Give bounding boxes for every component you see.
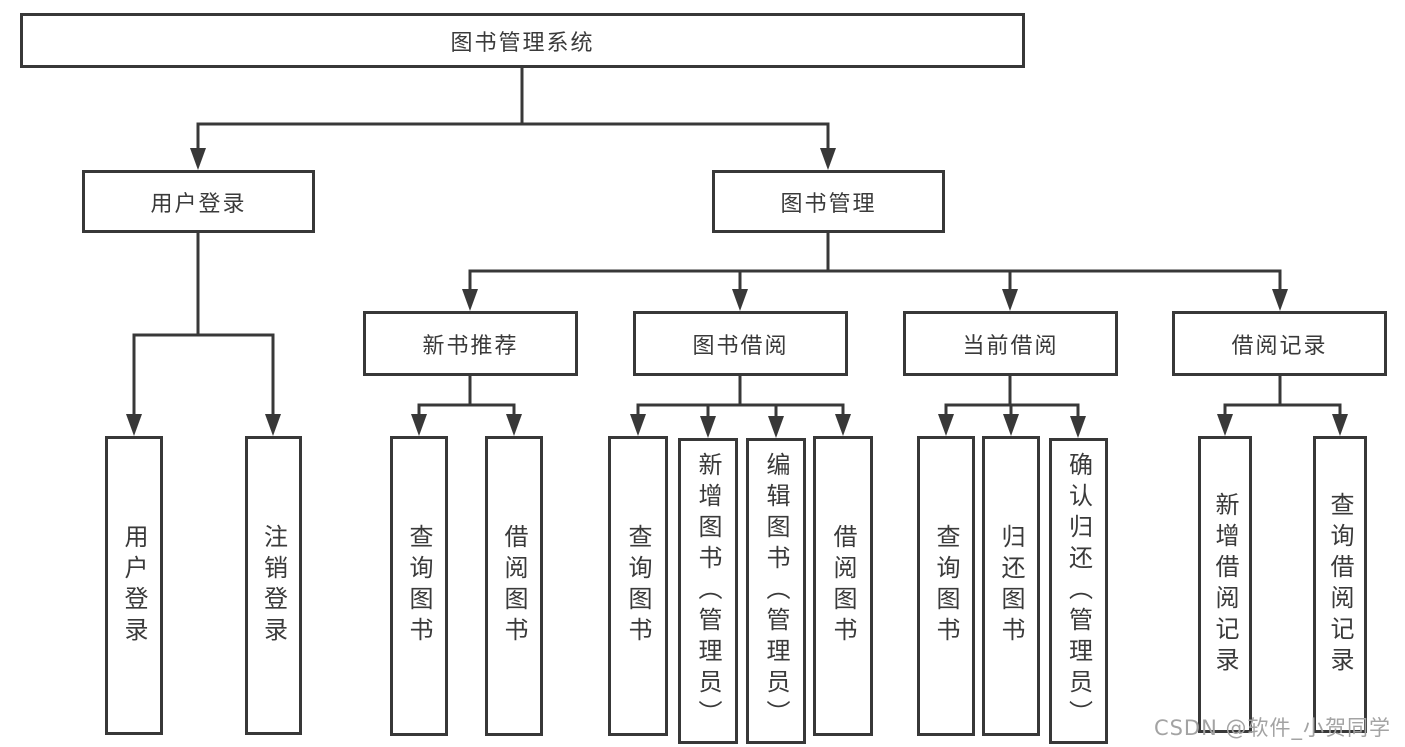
node-borrow-records: 借阅记录: [1172, 311, 1387, 376]
node-new-book-recommend-label: 新书推荐: [422, 333, 519, 359]
leaf-logout-label: 注销登录: [259, 523, 288, 648]
leaf-bb-borrow-books-label: 借阅图书: [829, 524, 857, 648]
node-user-login: 用户登录: [82, 170, 315, 233]
leaf-br-query-record: 查询借阅记录: [1313, 436, 1367, 733]
node-current-borrow-label: 当前借阅: [962, 333, 1059, 359]
leaf-bb-query-books: 查询图书: [608, 436, 668, 736]
leaf-bb-add-books-admin: 新增图书（管理员）: [678, 438, 738, 744]
leaf-nbr-query-books: 查询图书: [390, 436, 448, 736]
node-book-management-label: 图书管理: [780, 191, 877, 217]
leaf-cb-query-books: 查询图书: [917, 436, 975, 736]
leaf-bb-borrow-books: 借阅图书: [813, 436, 873, 736]
leaf-nbr-borrow-books-label: 借阅图书: [500, 524, 528, 648]
leaf-br-add-record: 新增借阅记录: [1198, 436, 1252, 733]
node-user-login-label: 用户登录: [150, 191, 247, 217]
csdn-watermark: CSDN @软件_小贺同学: [1153, 716, 1391, 740]
leaf-br-add-record-label: 新增借阅记录: [1211, 491, 1239, 678]
leaf-user-login-label: 用户登录: [120, 523, 148, 648]
leaf-bb-query-books-label: 查询图书: [624, 524, 652, 648]
leaf-cb-return-books-label: 归还图书: [997, 524, 1025, 648]
node-current-borrow: 当前借阅: [903, 311, 1118, 376]
arrowheads: [126, 148, 1348, 438]
connector-paths: [132, 66, 1342, 419]
node-root: 图书管理系统: [20, 13, 1025, 68]
node-book-borrow-label: 图书借阅: [692, 333, 789, 359]
node-borrow-records-label: 借阅记录: [1231, 333, 1328, 359]
leaf-bb-edit-books-admin-label: 编辑图书（管理员）: [762, 451, 790, 731]
leaf-cb-confirm-return-admin-label: 确认归还（管理员）: [1064, 451, 1093, 731]
node-new-book-recommend: 新书推荐: [363, 311, 578, 376]
node-root-label: 图书管理系统: [450, 30, 595, 56]
leaf-nbr-borrow-books: 借阅图书: [485, 436, 543, 736]
leaf-cb-return-books: 归还图书: [982, 436, 1040, 736]
leaf-user-login: 用户登录: [105, 436, 163, 735]
leaf-br-query-record-label: 查询借阅记录: [1326, 491, 1354, 678]
node-book-borrow: 图书借阅: [633, 311, 848, 376]
node-book-management: 图书管理: [712, 170, 945, 233]
leaf-logout: 注销登录: [245, 436, 302, 735]
leaf-bb-add-books-admin-label: 新增图书（管理员）: [694, 451, 722, 731]
leaf-cb-confirm-return-admin: 确认归还（管理员）: [1049, 438, 1108, 744]
leaf-nbr-query-books-label: 查询图书: [405, 524, 433, 648]
leaf-bb-edit-books-admin: 编辑图书（管理员）: [746, 438, 806, 744]
leaf-cb-query-books-label: 查询图书: [932, 524, 960, 648]
